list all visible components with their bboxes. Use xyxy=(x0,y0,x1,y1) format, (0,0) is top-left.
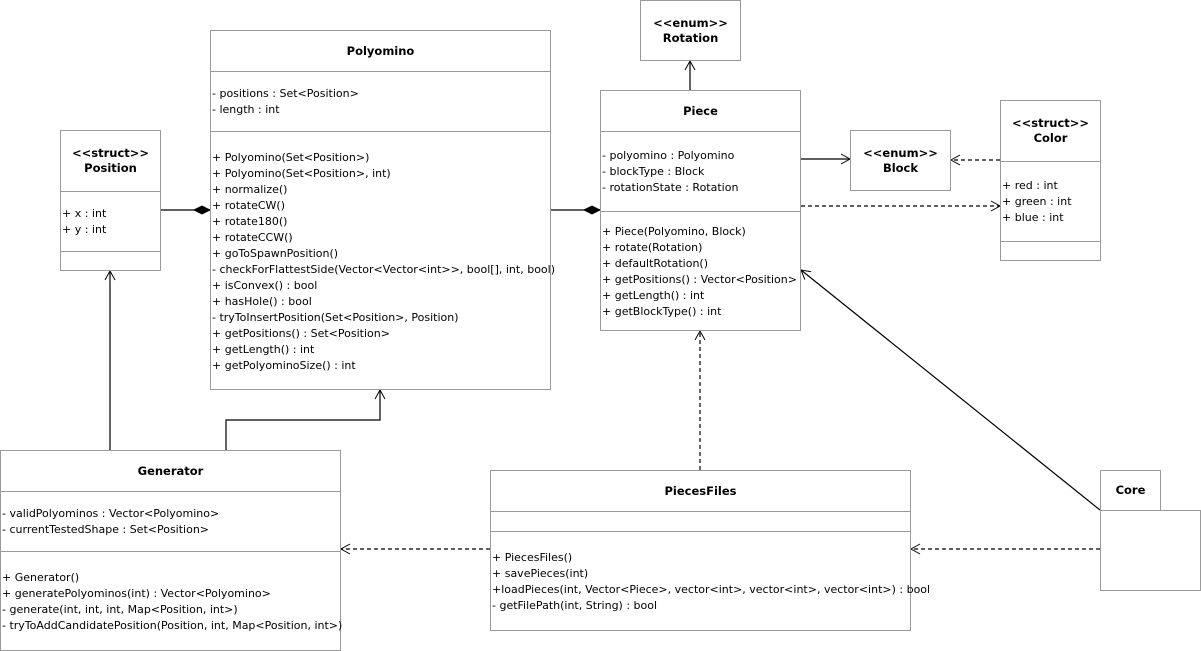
class-header: Piece xyxy=(601,91,800,131)
struct-position[interactable]: <<struct>> Position + x : int + y : int xyxy=(60,130,161,271)
method: + savePieces(int) xyxy=(492,567,589,580)
methods-section: + Polyomino(Set<Position>) + Polyomino(S… xyxy=(211,131,556,389)
method: - getFilePath(int, String) : bool xyxy=(492,599,658,612)
class-piece[interactable]: Piece - polyomino : Polyomino - blockTyp… xyxy=(600,90,801,331)
class-header: Generator xyxy=(1,451,340,491)
class-polyomino[interactable]: Polyomino - positions : Set<Position> - … xyxy=(210,30,556,390)
attributes-section xyxy=(491,511,910,531)
attribute: + blue : int xyxy=(1002,211,1064,224)
class-name: Polyomino xyxy=(346,43,415,58)
class-name: Block xyxy=(882,160,919,175)
struct-color[interactable]: <<struct>> Color + red : int + green : i… xyxy=(1000,100,1101,261)
attribute: - rotationState : Rotation xyxy=(602,181,739,194)
attribute: + green : int xyxy=(1002,195,1072,208)
method: + Generator() xyxy=(2,571,80,584)
class-header: <<struct>> Color xyxy=(1001,101,1100,161)
stereotype: <<struct>> xyxy=(1011,116,1090,130)
method: + generatePolyominos(int) : Vector<Polyo… xyxy=(2,587,271,600)
method: + getLength() : int xyxy=(602,289,705,302)
attribute: - currentTestedShape : Set<Position> xyxy=(2,523,210,536)
class-header: <<enum>> Block xyxy=(851,131,950,190)
class-name: Rotation xyxy=(662,30,719,45)
methods-section: + Generator() + generatePolyominos(int) … xyxy=(1,551,343,650)
attribute: - polyomino : Polyomino xyxy=(602,149,735,162)
method: + getPositions() : Vector<Position> xyxy=(602,273,797,286)
method: + goToSpawnPosition() xyxy=(212,247,339,260)
enum-block[interactable]: <<enum>> Block xyxy=(850,130,951,191)
method: + rotateCCW() xyxy=(212,231,293,244)
attribute: - positions : Set<Position> xyxy=(212,87,359,100)
class-name: Piece xyxy=(683,103,718,118)
method: + getPolyominoSize() : int xyxy=(212,359,356,372)
attributes-section: - positions : Set<Position> - length : i… xyxy=(211,71,550,131)
class-name: Generator xyxy=(137,463,204,478)
class-header: PiecesFiles xyxy=(491,471,910,511)
stereotype: <<enum>> xyxy=(653,15,728,30)
class-name: Position xyxy=(84,161,137,175)
class-header: <<enum>> Rotation xyxy=(641,1,740,60)
method: + getLength() : int xyxy=(212,343,315,356)
methods-section: + Piece(Polyomino, Block) + rotate(Rotat… xyxy=(601,211,800,330)
edge-core-piece xyxy=(800,269,1101,511)
method: - tryToInsertPosition(Set<Position>, Pos… xyxy=(212,311,459,324)
attribute: - validPolyominos : Vector<Polyomino> xyxy=(2,507,220,520)
method: + defaultRotation() xyxy=(602,257,709,270)
stereotype: <<struct>> xyxy=(71,146,150,160)
method: + rotate180() xyxy=(212,215,288,228)
package-core-tab[interactable]: Core xyxy=(1100,470,1161,511)
methods-section xyxy=(1001,241,1100,260)
class-header: Polyomino xyxy=(211,31,550,71)
attribute: + x : int xyxy=(62,207,107,220)
package-name: Core xyxy=(1115,483,1146,497)
attributes-section: - polyomino : Polyomino - blockType : Bl… xyxy=(601,131,800,211)
enum-rotation[interactable]: <<enum>> Rotation xyxy=(640,0,741,61)
attribute: - blockType : Block xyxy=(602,165,705,178)
class-generator[interactable]: Generator - validPolyominos : Vector<Pol… xyxy=(0,450,343,651)
method: + Polyomino(Set<Position>, int) xyxy=(212,167,391,180)
method: - generate(int, int, int, Map<Position, … xyxy=(2,603,238,616)
method: + normalize() xyxy=(212,183,288,196)
method: + Polyomino(Set<Position>) xyxy=(212,151,370,164)
method: - checkForFlattestSide(Vector<Vector<int… xyxy=(212,263,556,276)
methods-section xyxy=(61,251,160,270)
package-core-body[interactable] xyxy=(1100,510,1201,591)
method: + getPositions() : Set<Position> xyxy=(212,327,390,340)
method: + hasHole() : bool xyxy=(212,295,312,308)
attribute: - length : int xyxy=(212,103,280,116)
method: + getBlockType() : int xyxy=(602,305,722,318)
edge-generator-polyomino xyxy=(225,388,386,450)
method: + rotate(Rotation) xyxy=(602,241,703,254)
method: + rotateCW() xyxy=(212,199,285,212)
attribute: + y : int xyxy=(62,223,107,236)
method: - tryToAddCandidatePosition(Position, in… xyxy=(2,619,343,632)
attributes-section: - validPolyominos : Vector<Polyomino> - … xyxy=(1,491,340,551)
class-name: PiecesFiles xyxy=(664,483,737,498)
method: + Piece(Polyomino, Block) xyxy=(602,225,746,238)
class-piecesfiles[interactable]: PiecesFiles + PiecesFiles() + savePieces… xyxy=(490,470,931,631)
attributes-section: + x : int + y : int xyxy=(61,191,160,251)
method: + PiecesFiles() xyxy=(492,551,573,564)
class-name: Color xyxy=(1033,131,1068,145)
attributes-section: + red : int + green : int + blue : int xyxy=(1001,161,1100,241)
method: +loadPieces(int, Vector<Piece>, vector<i… xyxy=(492,583,931,596)
class-header: <<struct>> Position xyxy=(61,131,160,191)
attribute: + red : int xyxy=(1002,179,1058,192)
methods-section: + PiecesFiles() + savePieces(int) +loadP… xyxy=(491,531,931,630)
method: + isConvex() : bool xyxy=(212,279,318,292)
stereotype: <<enum>> xyxy=(863,145,938,160)
